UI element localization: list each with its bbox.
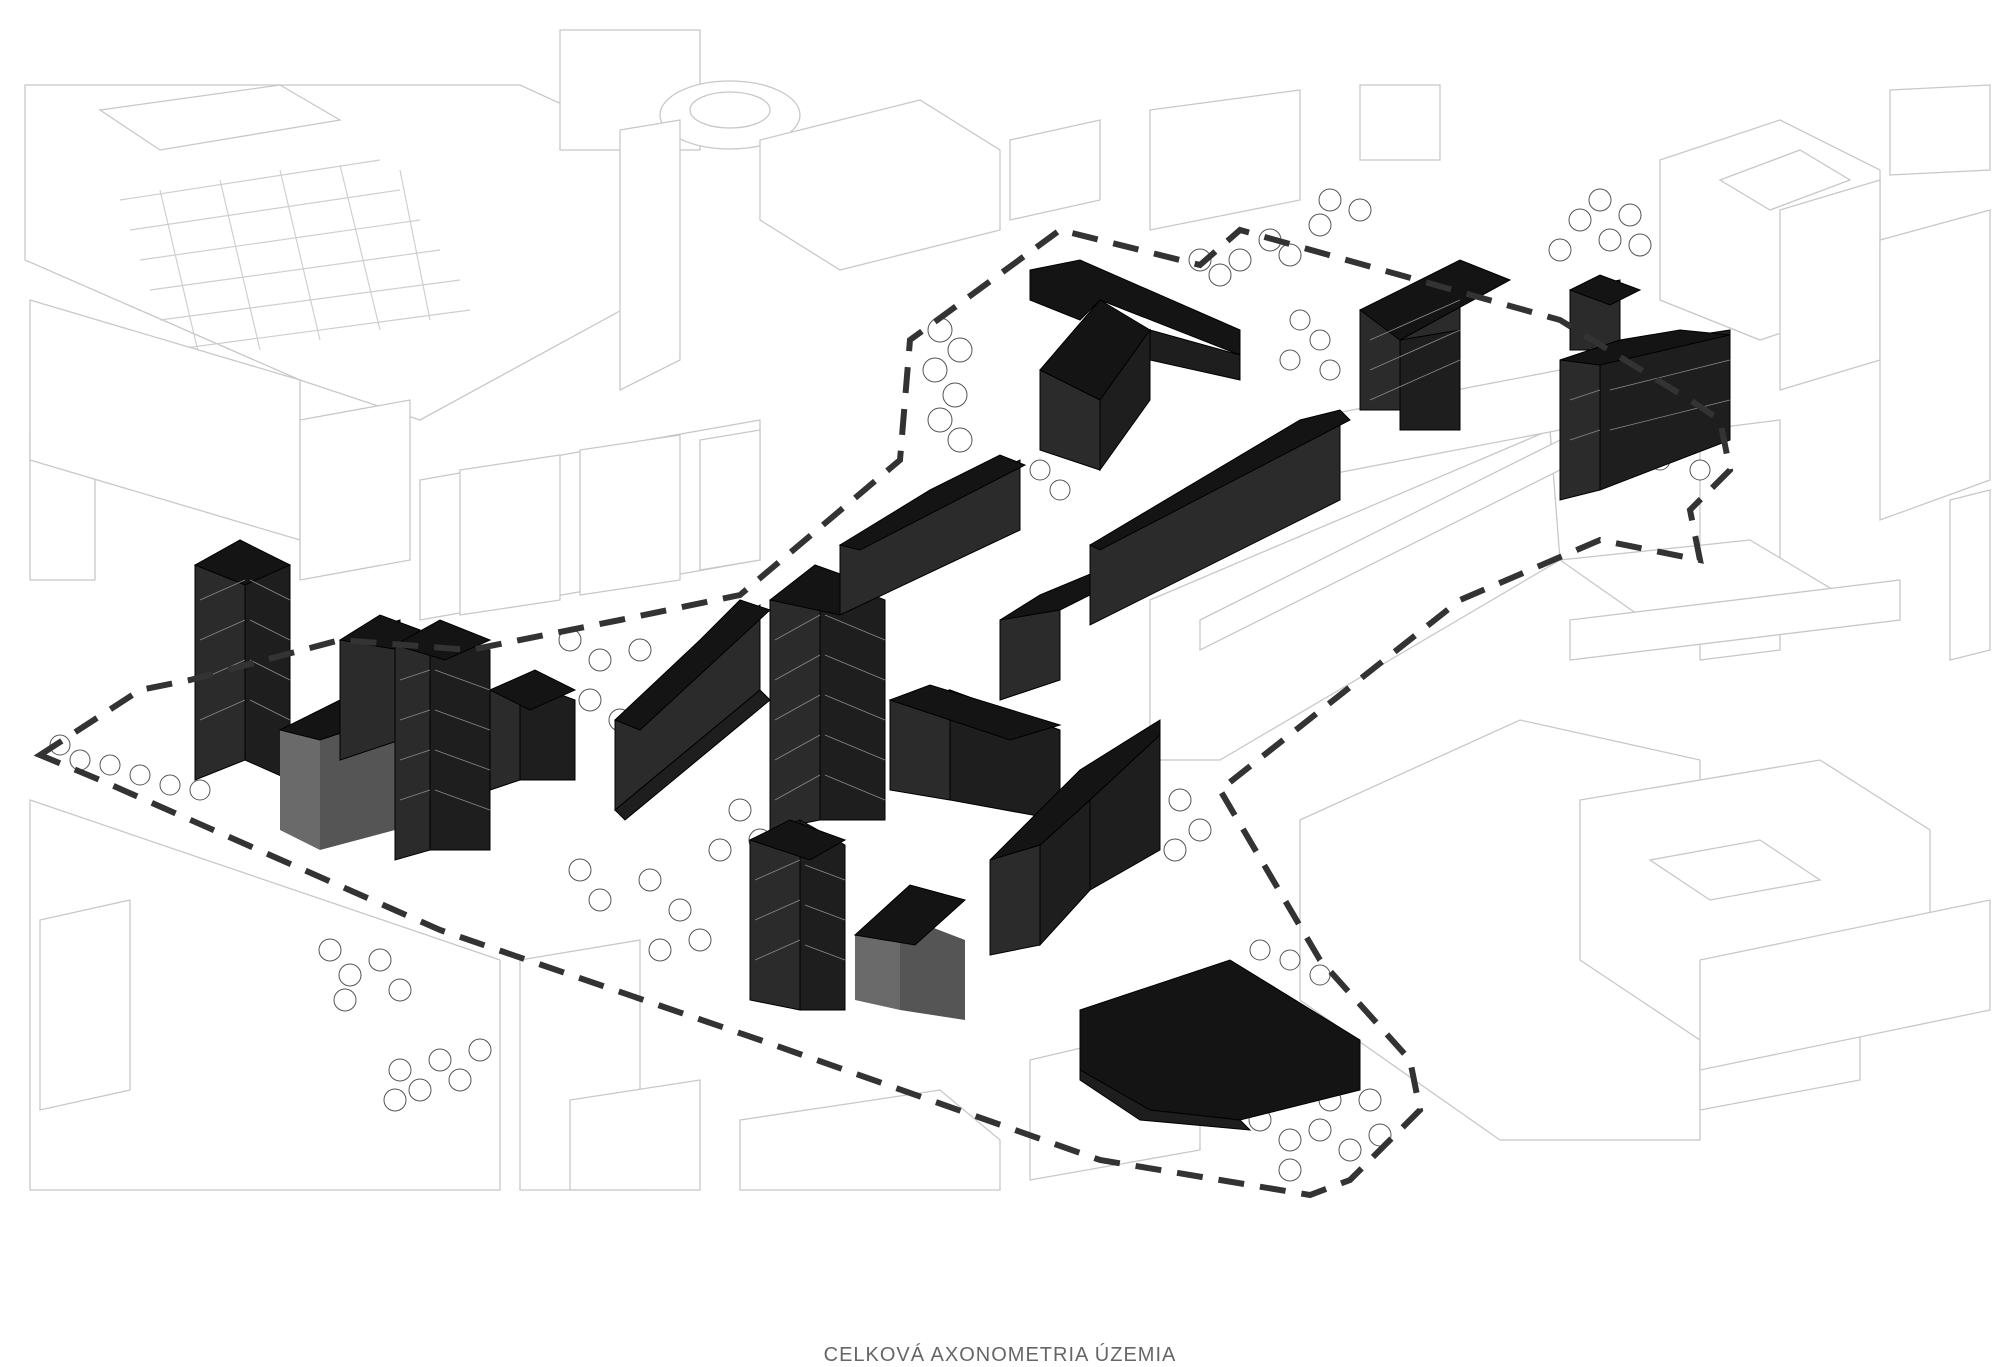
drawing-caption: CELKOVÁ AXONOMETRIA ÚZEMIA — [823, 1344, 1177, 1366]
row-east-central — [999, 409, 1351, 701]
slab-south-central — [888, 684, 1062, 821]
site-boundary — [33, 226, 1734, 1199]
t-building-north — [1029, 259, 1241, 472]
tower-cluster-west — [338, 614, 577, 861]
glass-block-south — [853, 884, 967, 1020]
tower-central — [768, 564, 887, 831]
stepped-block-south — [989, 719, 1161, 956]
cultural-building-southeast — [1079, 959, 1361, 1131]
proposed-buildings — [193, 259, 1731, 1131]
tower-west — [193, 539, 292, 781]
context-buildings — [24, 29, 1991, 1191]
slab-central-west — [614, 599, 771, 821]
cluster-northeast — [1359, 259, 1731, 501]
slab-north-west — [838, 454, 1027, 616]
